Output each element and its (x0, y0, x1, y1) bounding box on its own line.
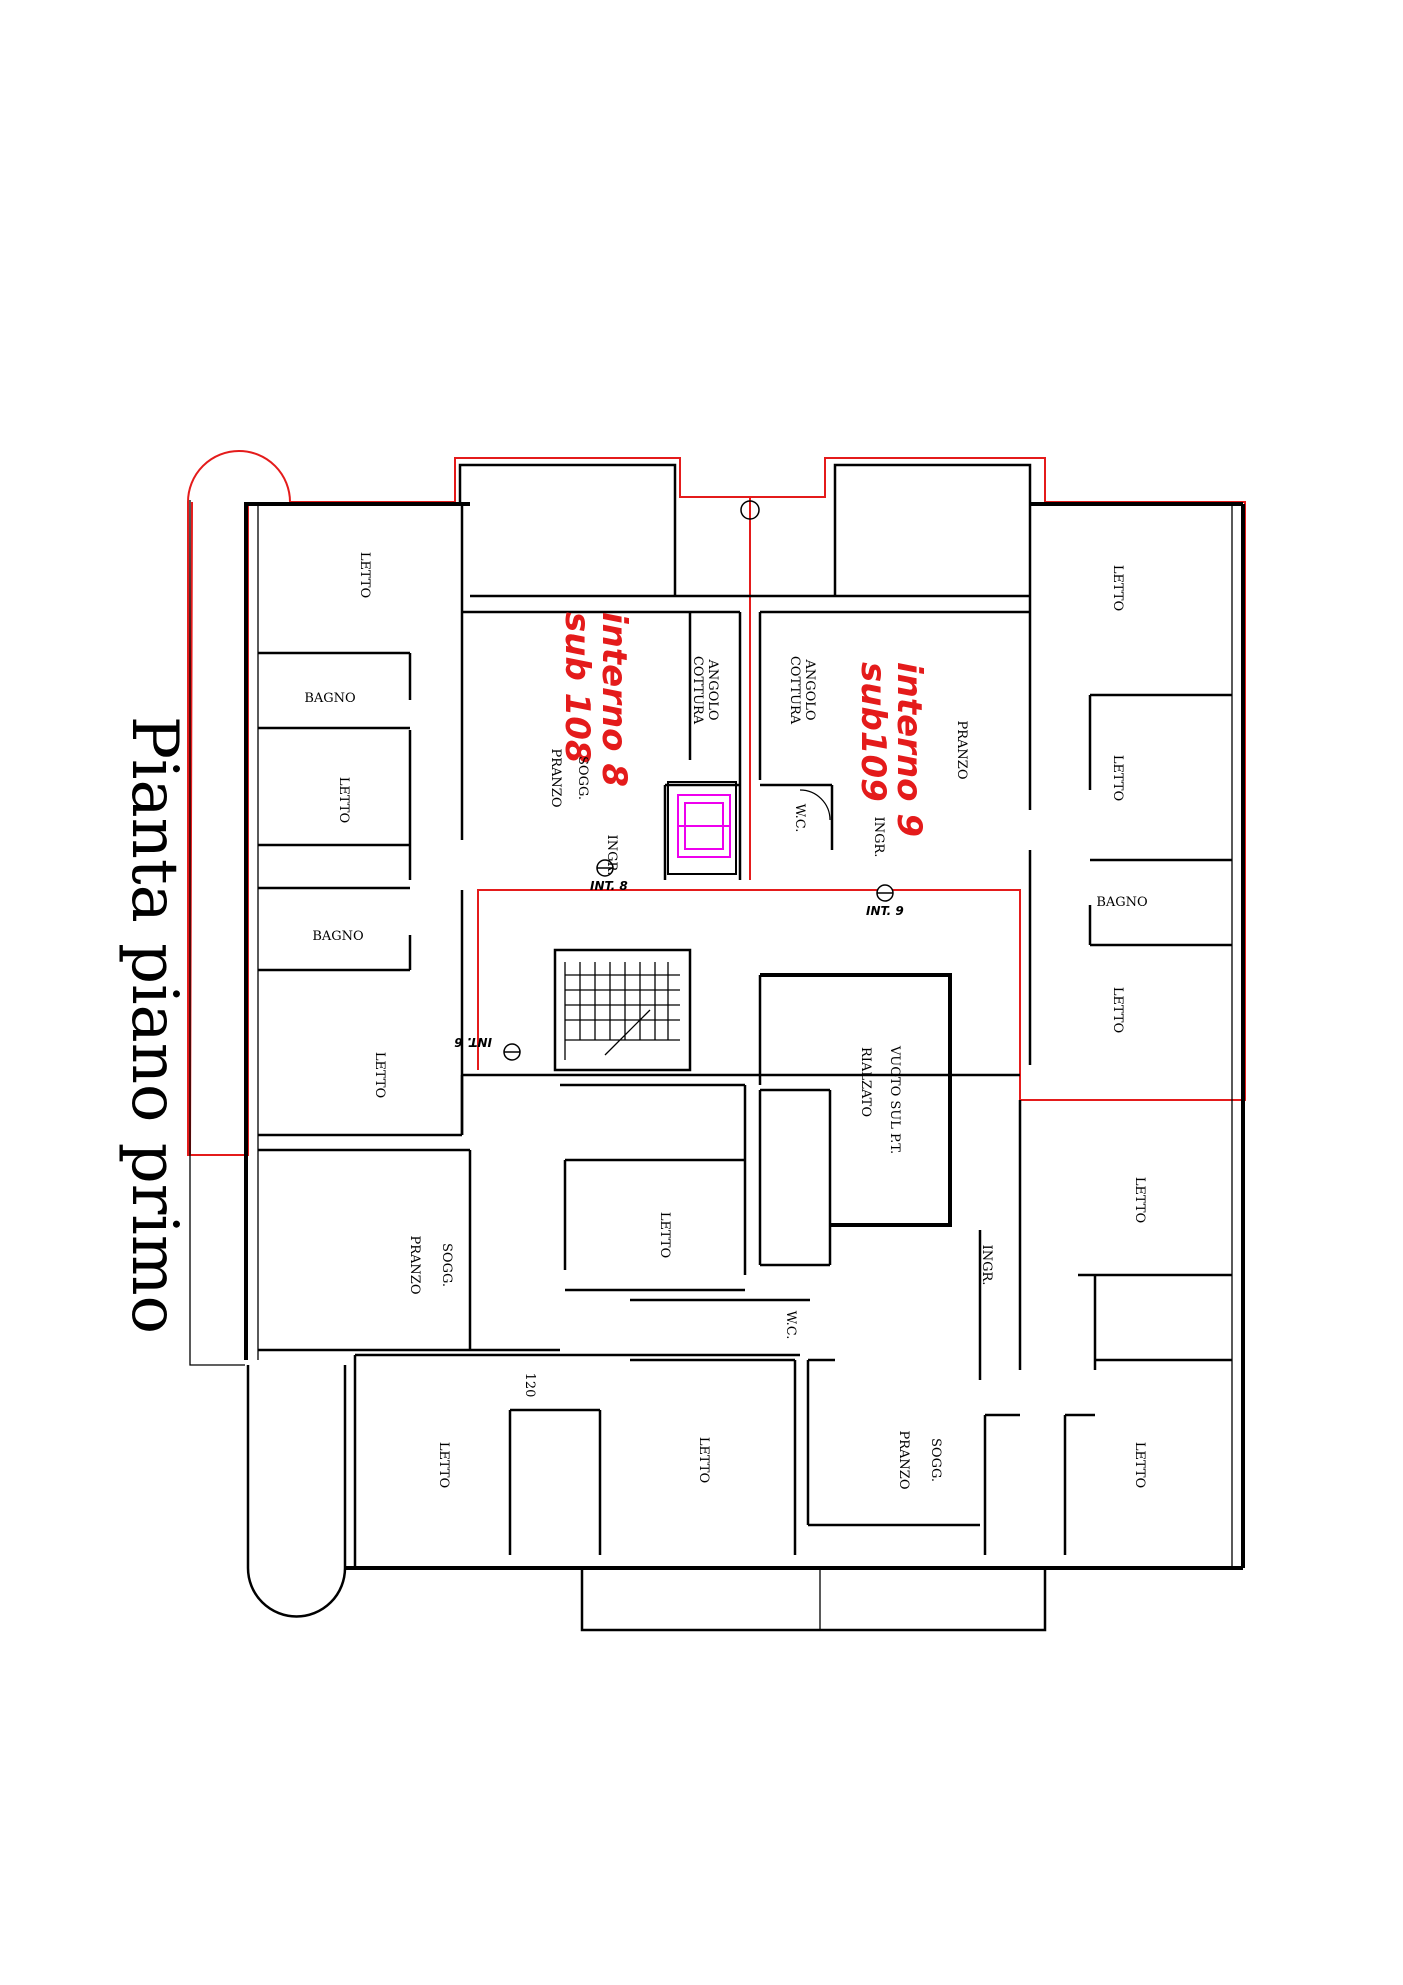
room-label: LETTO (372, 1052, 387, 1098)
room-label: LETTO (1110, 755, 1125, 801)
room-label: PRANZO (896, 1431, 911, 1490)
outer-walls (189, 463, 1245, 1632)
room-label: BAGNO (312, 929, 363, 944)
room-label: W.C. (783, 1311, 798, 1340)
room-label: COTTURA (690, 656, 705, 725)
room-label: VUOTO SUL P.T. (887, 1045, 902, 1154)
room-label: COTTURA (787, 656, 802, 725)
entrance-marker-int6-icon (503, 1043, 521, 1061)
room-label: LETTO (696, 1437, 711, 1483)
room-label: SOGG. (575, 756, 590, 800)
room-label: W.C. (792, 804, 807, 833)
room-label: PRANZO (954, 721, 969, 780)
room-label: ANGOLO (802, 658, 817, 720)
room-label: LETTO (336, 777, 351, 823)
page-title: Pianta piano primo (117, 716, 191, 1334)
unit-int9-name: interno 9 (889, 662, 929, 837)
unit-int9-sub: sub109 (853, 662, 893, 802)
room-label: LETTO (357, 552, 372, 598)
room-label: LETTO (436, 1442, 451, 1488)
column-marker-icon (740, 500, 760, 520)
entrance-marker-int8-icon (596, 859, 614, 877)
room-label: ANGOLO (705, 658, 720, 720)
room-label: 120 (522, 1373, 537, 1398)
room-label: INGR. (604, 835, 619, 876)
room-label: INGR. (871, 817, 886, 858)
room-label: LETTO (1132, 1177, 1147, 1223)
room-labels: LETTO BAGNO LETTO BAGNO LETTO ANGOLO COT… (304, 552, 1147, 1490)
elevator-icon (667, 781, 737, 875)
door-swing-icon (799, 789, 831, 821)
room-label: LETTO (1110, 987, 1125, 1033)
room-label: PRANZO (548, 749, 563, 808)
room-label: LETTO (657, 1212, 672, 1258)
room-label: PRANZO (407, 1236, 422, 1295)
room-label: BAGNO (1096, 895, 1147, 910)
entrance-label-int8: INT. 8 (590, 879, 628, 893)
room-label: BAGNO (304, 691, 355, 706)
unit-int8-name: interno 8 (594, 612, 634, 787)
room-label: LETTO (1110, 565, 1125, 611)
room-label: RIALZATO (858, 1047, 873, 1117)
room-label: SOGG. (439, 1243, 454, 1287)
stair-treads (565, 962, 680, 1056)
unit-labels: interno 8 sub 108 interno 9 sub109 (557, 612, 929, 837)
entrance-marker-int9-icon (876, 884, 894, 902)
interior-walls (258, 504, 1232, 1568)
unit-int8-sub: sub 108 (557, 612, 597, 764)
entrance-label-int9: INT. 9 (866, 904, 904, 918)
room-label: SOGG. (928, 1438, 943, 1482)
room-label: INGR. (979, 1245, 994, 1286)
entrance-label-int6: INT. 6 (454, 1035, 492, 1049)
room-label: LETTO (1132, 1442, 1147, 1488)
